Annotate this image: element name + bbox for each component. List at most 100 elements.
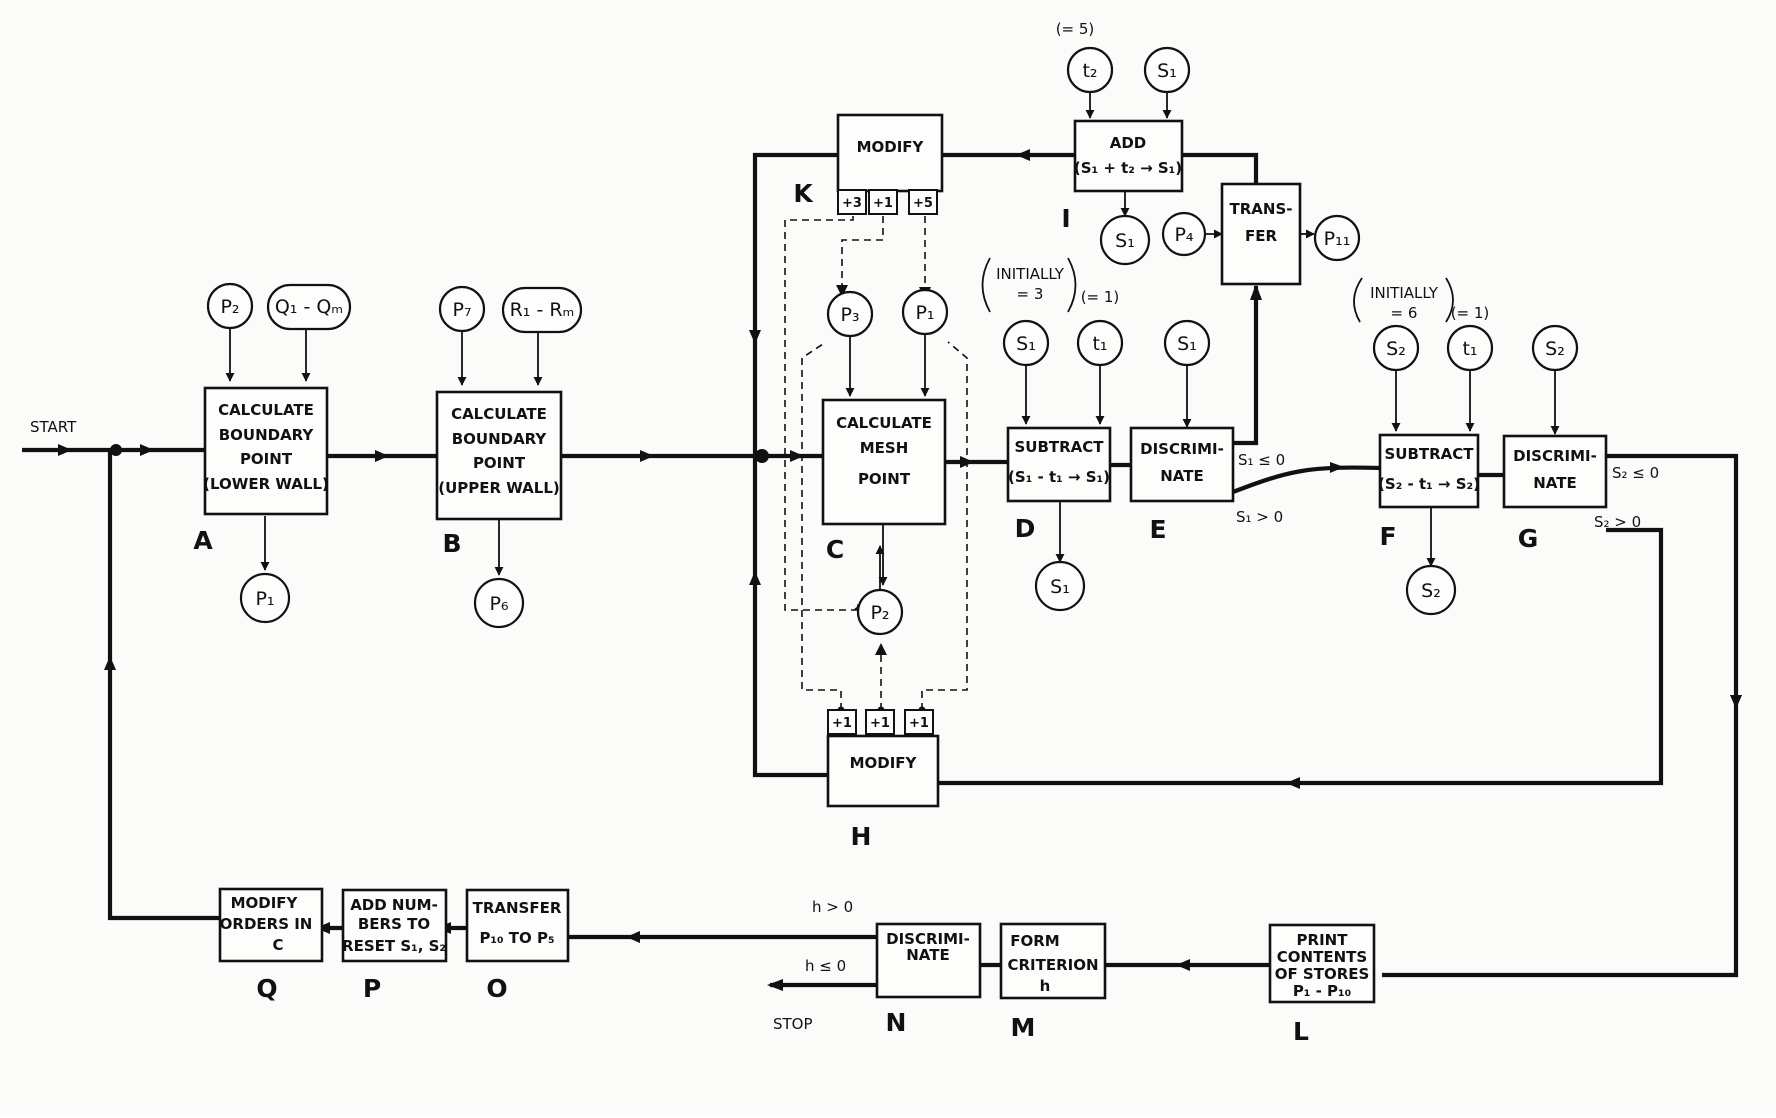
circle-c-out-label: P₂ (870, 602, 889, 624)
box-f-letter: F (1379, 522, 1396, 551)
notes: (= 5) INITIALLY = 3 (= 1) INITIALLY = 6 … (981, 20, 1490, 323)
flow-e-transfer (1233, 286, 1259, 446)
box-q-line-1: MODIFY (231, 894, 299, 912)
box-l-letter: L (1293, 1017, 1309, 1046)
branch-n-le: h ≤ 0 (805, 957, 846, 975)
circle-i-out: S₁ (1099, 214, 1151, 266)
flow-q-start (107, 450, 220, 921)
circle-i-in2: S₁ (1143, 46, 1191, 94)
box-transfer: TRANS- FER (1220, 182, 1302, 286)
circle-f-in1-label: S₂ (1386, 338, 1406, 360)
box-p-line-2: BERS TO (358, 915, 430, 933)
box-m: FORM CRITERION h M (999, 922, 1107, 1042)
box-c-line-2: MESH (860, 439, 909, 457)
start-label: START (30, 418, 77, 436)
note-s1-initial-2: = 3 (1017, 285, 1044, 303)
box-e-letter: E (1149, 515, 1166, 544)
circle-f-out-label: S₂ (1421, 580, 1441, 602)
circle-f-in2: t₁ (1446, 324, 1494, 372)
box-h: MODIFY H (826, 734, 940, 851)
box-q-letter: Q (256, 974, 277, 1003)
box-o-line-1: TRANSFER (473, 899, 562, 917)
main-flow-lines (22, 149, 1742, 991)
box-a-line-3: POINT (240, 450, 293, 468)
circle-a-in1: P₂ (206, 282, 254, 330)
box-c-line-1: CALCULATE (836, 414, 932, 432)
box-q-line-2: ORDERS IN (220, 915, 313, 933)
flow-g-l (1382, 453, 1739, 978)
store-connections (225, 92, 1560, 590)
box-b-line-3: POINT (473, 454, 526, 472)
box-o: TRANSFER P₁₀ TO P₅ O (465, 888, 570, 1003)
circle-d-in2-label: t₁ (1092, 333, 1107, 355)
box-a-line-2: BOUNDARY (219, 426, 315, 444)
circle-transfer-out: P₁₁ (1313, 214, 1361, 262)
box-b-line-1: CALCULATE (451, 405, 547, 423)
circle-g-in-label: S₂ (1545, 338, 1565, 360)
box-a: CALCULATE BOUNDARY POINT (LOWER WALL) A (193, 386, 329, 555)
box-k-line-1: MODIFY (857, 138, 925, 156)
circle-b-out: P₆ (473, 577, 525, 629)
box-d-line-2: (S₁ - t₁ → S₁) (1008, 468, 1110, 486)
branch-n-gt: h > 0 (812, 898, 853, 916)
box-l-line-3: OF STORES (1275, 965, 1370, 983)
box-c-line-3: POINT (858, 470, 911, 488)
control-k-1: +3 (842, 196, 862, 211)
circle-g-in: S₂ (1531, 324, 1579, 372)
box-h-line-1: MODIFY (850, 754, 918, 772)
control-k-2: +1 (873, 196, 893, 211)
circle-a-out-label: P₁ (255, 588, 274, 610)
box-m-letter: M (1011, 1013, 1036, 1042)
box-l-line-1: PRINT (1297, 931, 1349, 949)
circle-c-in2-label: P₁ (915, 302, 934, 324)
box-e: DISCRIMI- NATE E (1129, 426, 1235, 544)
box-transfer-line-1: TRANS- (1230, 200, 1293, 218)
box-f-line-2: (S₂ - t₁ → S₂) (1378, 475, 1480, 493)
note-t1-value-d: (= 1) (1081, 288, 1120, 306)
branch-e-gt: S₁ > 0 (1236, 508, 1283, 526)
circle-i-out-label: S₁ (1115, 230, 1135, 252)
circle-i-in1-label: t₂ (1082, 60, 1097, 82)
branch-g-gt: S₂ > 0 (1594, 513, 1641, 531)
control-h-3: +1 (909, 716, 929, 731)
box-a-line-4: (LOWER WALL) (203, 475, 329, 493)
box-e-line-2: NATE (1160, 467, 1203, 485)
box-n-line-2: NATE (906, 946, 949, 964)
box-transfer-line-2: FER (1245, 227, 1277, 245)
box-a-letter: A (193, 526, 213, 555)
box-f-line-1: SUBTRACT (1384, 445, 1474, 463)
box-i-letter: I (1061, 204, 1070, 233)
box-l-line-2: CONTENTS (1277, 948, 1367, 966)
box-n: DISCRIMI- NATE N (875, 922, 982, 1037)
box-b: CALCULATE BOUNDARY POINT (UPPER WALL) B (435, 390, 563, 558)
circle-b-in2: R₁ - Rₘ (501, 286, 583, 334)
circle-d-in2: t₁ (1076, 319, 1124, 367)
circle-c-in1-label: P₃ (840, 304, 859, 326)
box-k-letter: K (793, 179, 814, 208)
box-q-line-3: C (272, 936, 283, 954)
box-f: SUBTRACT (S₂ - t₁ → S₂) F (1378, 433, 1480, 551)
circle-transfer-out-label: P₁₁ (1324, 228, 1351, 250)
box-a-line-1: CALCULATE (218, 401, 314, 419)
box-g-line-1: DISCRIMI- (1513, 447, 1597, 465)
note-s2-initial-1: INITIALLY (1370, 284, 1439, 302)
box-b-line-4: (UPPER WALL) (438, 479, 560, 497)
box-i: ADD (S₁ + t₂ → S₁) I (1061, 119, 1184, 233)
box-g-line-2: NATE (1533, 474, 1576, 492)
circle-f-out: S₂ (1405, 564, 1457, 616)
circle-e-in: S₁ (1163, 319, 1211, 367)
box-p-line-3: RESET S₁, S₂ (342, 937, 446, 955)
box-m-line-1: FORM (1010, 932, 1059, 950)
store-circles: P₂ Q₁ - Qₘ P₁ P₇ R₁ - Rₘ P₆ P₃ P₁ (206, 46, 1579, 636)
box-p-letter: P (363, 974, 381, 1003)
circle-c-in2: P₁ (901, 288, 949, 336)
circle-i-in1: t₂ (1066, 46, 1114, 94)
circle-b-in1: P₇ (438, 285, 486, 333)
controls-h: +1 +1 +1 (827, 709, 934, 735)
circle-d-in1-label: S₁ (1016, 333, 1036, 355)
box-b-letter: B (442, 529, 461, 558)
box-p-line-1: ADD NUM- (350, 896, 438, 914)
box-q: MODIFY ORDERS IN C Q (218, 887, 324, 1003)
note-t1-value-f: (= 1) (1451, 304, 1490, 322)
circle-a-in2-label: Q₁ - Qₘ (275, 296, 343, 318)
